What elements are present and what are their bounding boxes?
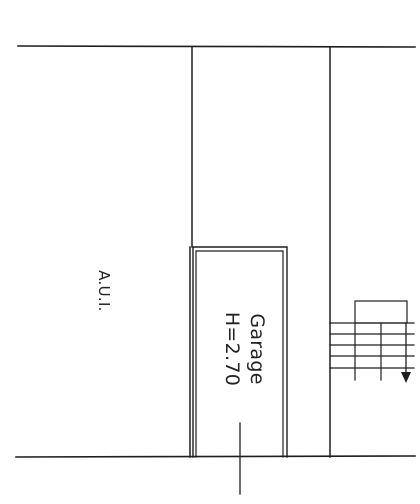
room-labels: A.U.I. Garage H=2.70 (95, 270, 268, 386)
aui-room-label: A.U.I. (95, 270, 113, 312)
interior-walls (189, 46, 331, 458)
top-wall-line (17, 45, 416, 48)
stair-symbol (329, 300, 415, 383)
stair-landing (354, 300, 408, 324)
garage-wall-outer (192, 246, 288, 458)
garage-room-label: Garage (246, 313, 268, 384)
garage-height-label: H=2.70 (221, 312, 243, 386)
garage-wall-inner (195, 250, 284, 458)
bottom-wall-line (15, 455, 416, 458)
stair-direction-arrow-icon (401, 372, 411, 383)
outer-walls (15, 45, 416, 458)
